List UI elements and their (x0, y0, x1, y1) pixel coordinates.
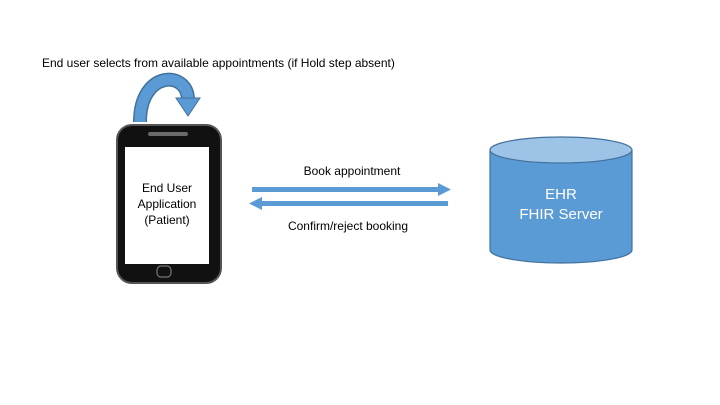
confirm-reject-arrow (249, 197, 448, 210)
server-label-line: EHR (545, 186, 577, 203)
phone-device (116, 124, 222, 284)
phone-home-button (156, 265, 172, 278)
server-label-line: FHIR Server (519, 206, 603, 223)
phone-speaker (148, 132, 188, 136)
phone-label-line: (Patient) (144, 213, 190, 227)
phone-label-line: End User (141, 181, 193, 195)
phone-label: End User Application (Patient) (126, 180, 208, 228)
self-loop-arrow (133, 72, 201, 123)
top-caption: End user selects from available appointm… (42, 56, 395, 70)
book-appointment-arrow (252, 183, 451, 196)
confirm-reject-label: Confirm/reject booking (287, 219, 409, 233)
server-label: EHR FHIR Server (490, 185, 632, 225)
server-cylinder (489, 136, 633, 264)
book-appointment-label: Book appointment (303, 164, 401, 178)
phone-screen (125, 147, 209, 264)
phone-label-line: Application (137, 197, 197, 211)
